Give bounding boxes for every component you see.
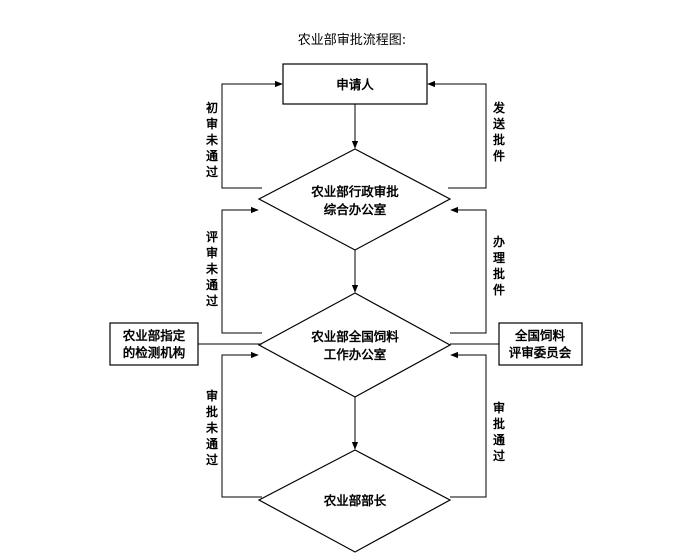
applicant-label: 申请人 bbox=[336, 77, 374, 92]
label-process-approval: 办理批件 bbox=[493, 234, 505, 297]
arrow-approval-failed bbox=[221, 351, 262, 498]
test-agency-node bbox=[109, 322, 199, 366]
review-committee-label-line2: 评审委员会 bbox=[509, 345, 572, 360]
label-evaluation-failed: 评审未通过 bbox=[205, 230, 218, 308]
label-send-approval: 发送批件 bbox=[492, 100, 506, 163]
arrow-process-approval bbox=[450, 206, 487, 334]
feed-office-label-line2: 工作办公室 bbox=[324, 347, 387, 362]
label-initial-review-failed: 初审未通过 bbox=[205, 100, 218, 179]
feed-office-label-line1: 农业部全国饲料 bbox=[310, 329, 399, 344]
diagram-title: 农业部审批流程图: bbox=[298, 33, 406, 48]
arrow-approval-passed bbox=[450, 351, 487, 498]
admin-office-label-line2: 综合办公室 bbox=[324, 202, 387, 217]
test-agency-label-line2: 的检测机构 bbox=[123, 345, 186, 360]
arrow-initial-review-failed bbox=[221, 80, 283, 189]
minister-node bbox=[257, 449, 452, 553]
label-approval-passed: 审批通过 bbox=[493, 400, 505, 463]
feed-office-node bbox=[257, 292, 452, 398]
test-agency-label-line1: 农业部指定 bbox=[122, 328, 186, 343]
minister-label: 农业部部长 bbox=[323, 493, 387, 508]
arrow-evaluation-failed bbox=[221, 206, 262, 334]
label-approval-failed: 审批未通过 bbox=[205, 388, 218, 467]
admin-office-node bbox=[257, 148, 452, 251]
arrow-send-approval bbox=[427, 80, 487, 189]
review-committee-label-line1: 全国饲料 bbox=[514, 328, 566, 343]
admin-office-label-line1: 农业部行政审批 bbox=[310, 184, 399, 199]
applicant-node bbox=[282, 63, 428, 105]
